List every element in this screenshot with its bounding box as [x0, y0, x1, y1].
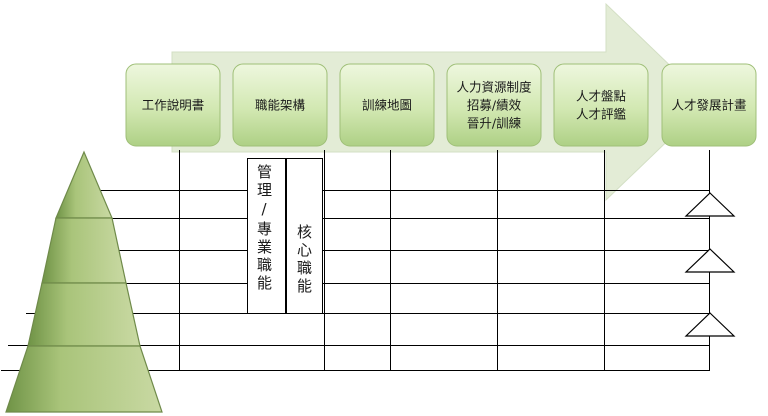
management-competency-box [247, 158, 286, 314]
competency-pyramid [5, 150, 163, 413]
process-arrow [171, 2, 709, 202]
process-step-box [661, 63, 757, 147]
process-step-box [553, 63, 649, 147]
triangle-marker [684, 248, 736, 273]
process-step: 人才發展計畫 [661, 63, 757, 147]
process-step: 訓練地圖 [339, 63, 435, 147]
process-step-box [339, 63, 435, 147]
process-step-box [446, 63, 542, 147]
process-step: 職能架構 [232, 63, 328, 147]
core-competency-label: 核心職能 [295, 224, 313, 296]
process-step-label: 人力資源制度 [456, 80, 532, 95]
process-step-box [232, 63, 328, 147]
core-competency-box [286, 158, 323, 314]
management-competency-label: 管理/專業職能 [255, 164, 273, 293]
process-step-label: 人才盤點 [576, 89, 626, 104]
process-step-label: 人才發展計畫 [671, 98, 746, 113]
process-step-label: 人才評鑑 [576, 107, 627, 122]
process-step-label: 工作說明書 [142, 98, 205, 113]
grid-vertical-lines [179, 150, 710, 371]
step-triangles [684, 192, 736, 337]
triangle-marker [684, 192, 736, 217]
process-step-label: 職能架構 [255, 98, 306, 113]
process-step-label: 招募/績效 [467, 98, 522, 113]
process-step-box [125, 63, 221, 147]
triangle-marker [684, 312, 736, 337]
process-step-label: 訓練地圖 [362, 98, 412, 113]
process-step: 工作說明書 [125, 63, 221, 147]
process-step-label: 晉升/訓練 [467, 116, 522, 131]
